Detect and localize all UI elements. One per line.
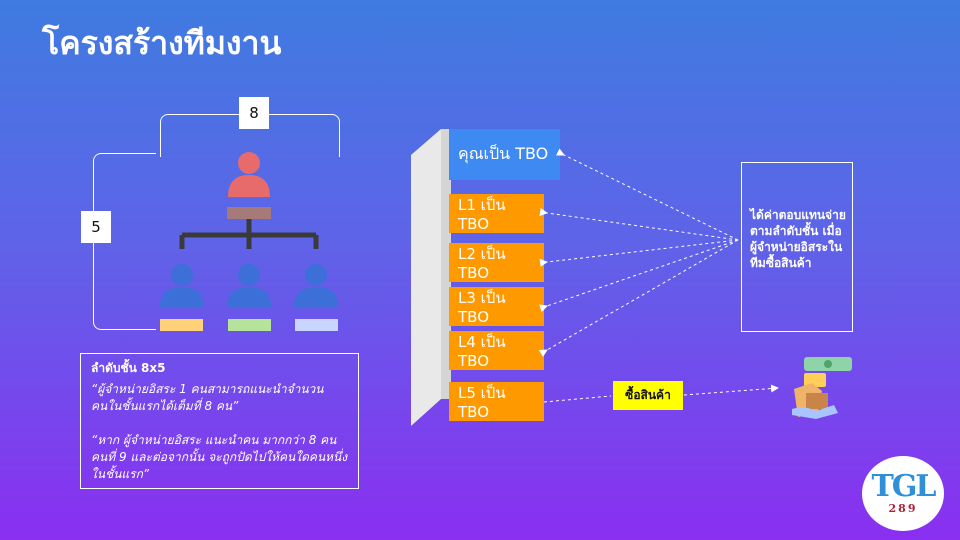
arrow-l5-to-buy <box>543 395 612 403</box>
rank-explanation-box: ลำดับชั้น 8x5 “ผู้จำหน่ายอิสระ 1 คนสามาร… <box>80 353 359 489</box>
org-chart-icon <box>160 152 338 331</box>
level-l1: L1 เป็น TBO <box>449 194 544 233</box>
arrow-to-l1 <box>539 208 739 241</box>
team-person-icon-1 <box>160 264 204 331</box>
level-l5: L5 เป็น TBO <box>449 382 544 421</box>
depth-label: 5 <box>81 211 111 243</box>
arrow-to-you <box>555 148 739 241</box>
arrow-to-l3 <box>539 239 739 313</box>
arrow-to-l4 <box>538 239 739 357</box>
level-l4: L4 เป็น TBO <box>449 331 544 370</box>
arrow-to-l2 <box>539 239 739 267</box>
team-person-icon-3 <box>294 264 338 331</box>
top-person-icon <box>227 152 271 219</box>
rank-para-1: “ผู้จำหน่ายอิสระ 1 คนสามารถแนะนำจำนวนคนใ… <box>91 382 324 413</box>
team-person-icon-2 <box>227 264 271 331</box>
connector-lines <box>179 219 319 249</box>
arrow-buy-to-product <box>683 384 779 396</box>
level-you: คุณเป็น TBO <box>449 129 560 180</box>
rank-para-2: “หาก ผู้จำหน่ายอิสระ แนะนำคน มากกว่า 8 ค… <box>91 433 348 481</box>
level-pillar <box>411 129 451 426</box>
logo-letters: TGL <box>871 469 936 504</box>
buy-product-label: ซื้อสินค้า <box>613 381 683 410</box>
page-title: โครงสร้างทีมงาน <box>42 24 282 62</box>
level-l3: L3 เป็น TBO <box>449 287 544 326</box>
width-label: 8 <box>239 97 269 129</box>
rank-heading: ลำดับชั้น 8x5 <box>91 361 166 375</box>
level-l2: L2 เป็น TBO <box>449 243 544 282</box>
tgl-logo: TGL 289 <box>862 456 944 531</box>
commission-note: ได้ค่าตอบแทนจ่ายตามลำดับชั้น เมื่อผู้จำห… <box>750 208 846 270</box>
commission-note-box: ได้ค่าตอบแทนจ่ายตามลำดับชั้น เมื่อผู้จำห… <box>741 162 853 332</box>
purchase-icon <box>792 357 852 419</box>
logo-number: 289 <box>888 502 918 515</box>
